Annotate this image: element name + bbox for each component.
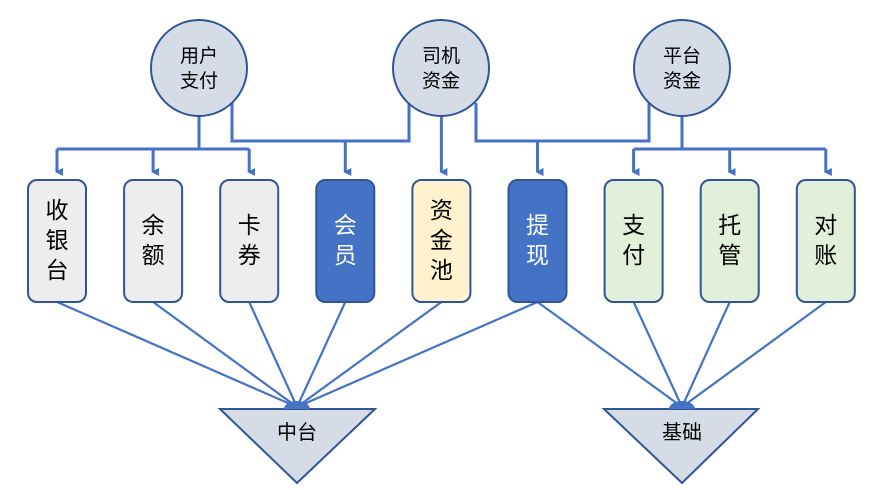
module-label-char: 付: [622, 243, 645, 269]
source-label-line1: 平台: [663, 45, 701, 67]
source-platform-funds: 平台 资金: [633, 19, 731, 117]
module-label-char: 余: [142, 213, 165, 239]
module-member: 会员: [315, 179, 376, 303]
module-fund-pool: 资金池: [411, 179, 472, 303]
module-box: [27, 179, 87, 303]
module-payment: 支付: [603, 179, 664, 303]
source-to-module-connectors: [55, 103, 832, 176]
line-member-to-middle-platform: [296, 301, 347, 408]
module-label-char: 账: [814, 243, 837, 269]
module-withdraw: 提现: [507, 179, 568, 303]
module-label-char: 收: [46, 198, 69, 224]
module-custody: 托管: [699, 179, 760, 303]
module-label-char: 员: [334, 243, 357, 269]
module-box: [315, 179, 376, 303]
source-driver-funds: 司机 资金: [392, 19, 490, 117]
source-circle: [633, 19, 731, 117]
connector-driver-platform-bridge: [474, 103, 651, 143]
line-withdraw-to-foundation: [536, 301, 683, 408]
line-withdraw-to-middle-platform: [296, 300, 538, 409]
module-to-sink-lines: [56, 300, 827, 409]
source-label-line2: 资金: [663, 70, 701, 92]
line-reconciliation-to-foundation: [681, 301, 827, 408]
connector-platform-funds-bus: [633, 116, 826, 151]
line-coupon-to-middle-platform: [248, 301, 299, 408]
module-label-char: 对: [814, 213, 837, 239]
connector-user-payment-bus: [57, 116, 250, 151]
sink-connector-dot: [669, 401, 695, 409]
line-fund-pool-to-middle-platform: [296, 301, 443, 408]
line-balance-to-middle-platform: [152, 301, 298, 408]
module-balance: 余额: [123, 179, 184, 303]
sink-label: 中台: [277, 420, 317, 444]
module-reconciliation: 对账: [795, 179, 856, 303]
line-cashier-to-middle-platform: [56, 300, 298, 409]
module-label-char: 现: [526, 243, 549, 269]
module-label-char: 托: [718, 213, 741, 239]
module-box: [123, 179, 184, 303]
source-user-payment: 用户 支付: [150, 19, 248, 117]
module-label-char: 卡: [238, 213, 261, 239]
module-label-char: 台: [46, 258, 69, 284]
line-custody-to-foundation: [680, 301, 731, 408]
module-cashier: 收银台: [27, 179, 87, 303]
module-label-char: 支: [622, 213, 645, 239]
source-circle: [150, 19, 248, 117]
module-box: [603, 179, 664, 303]
module-label-char: 券: [238, 243, 261, 269]
source-label-line2: 资金: [422, 70, 460, 92]
module-label-char: 提: [526, 213, 549, 239]
module-box: [507, 179, 568, 303]
sink-connector-dot: [284, 401, 310, 409]
source-circle: [392, 19, 490, 117]
sink-middle-platform: 中台: [217, 401, 378, 485]
module-label-char: 管: [718, 243, 741, 269]
module-box: [795, 179, 856, 303]
module-label-char: 资: [430, 198, 453, 224]
connector-user-driver-bridge: [230, 103, 411, 143]
source-label-line2: 支付: [180, 70, 218, 92]
module-box: [219, 179, 280, 303]
line-payment-to-foundation: [632, 301, 683, 408]
module-label-char: 会: [334, 213, 357, 239]
source-label-line1: 用户: [180, 45, 218, 67]
module-box: [699, 179, 760, 303]
module-label-char: 金: [430, 228, 453, 254]
sink-label: 基础: [662, 420, 702, 444]
module-label-char: 池: [430, 258, 453, 284]
module-label-char: 银: [46, 228, 69, 254]
module-box: [411, 179, 472, 303]
module-coupon: 卡券: [219, 179, 280, 303]
module-label-char: 额: [142, 243, 165, 269]
source-label-line1: 司机: [422, 45, 460, 67]
sink-foundation: 基础: [601, 401, 761, 485]
